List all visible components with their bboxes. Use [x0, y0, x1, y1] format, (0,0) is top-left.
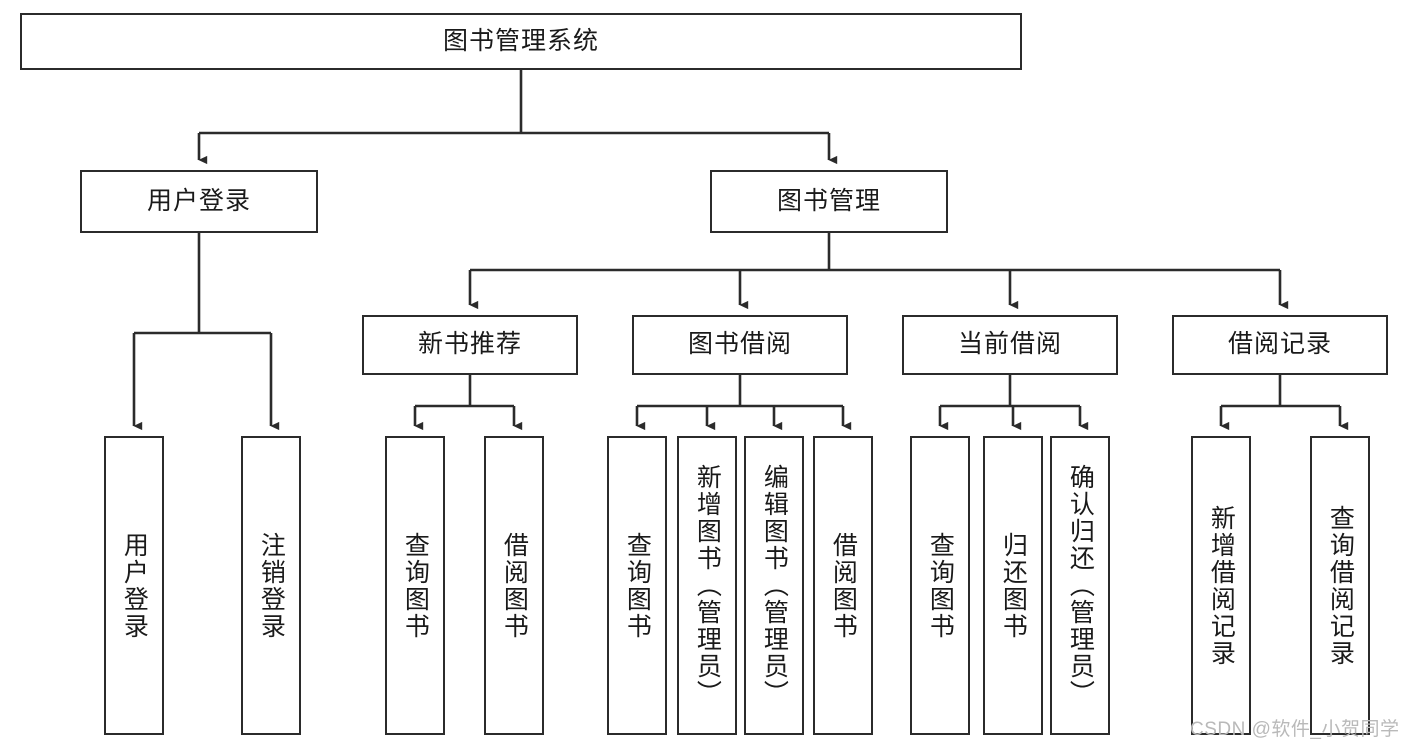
node-leaf-borrow-borrow-book[interactable]: 借阅图书	[813, 436, 873, 735]
node-borrow-record[interactable]: 借阅记录	[1172, 315, 1388, 375]
node-label: 查询借阅记录	[1326, 504, 1355, 667]
node-leaf-rec-borrow-book[interactable]: 借阅图书	[484, 436, 544, 735]
csdn-watermark: CSDN @软件_小贺同学	[1190, 719, 1400, 740]
node-label: 图书管理	[776, 186, 881, 215]
node-label: 查询图书	[623, 531, 652, 640]
node-leaf-user-logout[interactable]: 注销登录	[241, 436, 301, 735]
node-user-login[interactable]: 用户登录	[80, 170, 318, 233]
node-book-manage[interactable]: 图书管理	[710, 170, 948, 233]
node-root[interactable]: 图书管理系统	[20, 13, 1022, 70]
node-label: 用户登录	[120, 531, 149, 640]
node-leaf-current-confirm-return[interactable]: 确认归还（管理员）	[1050, 436, 1110, 735]
node-current-borrow[interactable]: 当前借阅	[902, 315, 1118, 375]
node-label: 注销登录	[257, 531, 286, 640]
node-leaf-user-login[interactable]: 用户登录	[104, 436, 164, 735]
node-label: 查询图书	[401, 531, 430, 640]
node-label: 借阅记录	[1227, 330, 1332, 359]
node-label: 编辑图书（管理员）	[760, 464, 789, 707]
node-leaf-borrow-edit-book[interactable]: 编辑图书（管理员）	[744, 436, 804, 735]
node-new-book-rec[interactable]: 新书推荐	[362, 315, 578, 375]
node-label: 新增图书（管理员）	[693, 464, 722, 707]
node-label: 借阅图书	[829, 531, 858, 640]
node-leaf-borrow-add-book[interactable]: 新增图书（管理员）	[677, 436, 737, 735]
node-label: 新书推荐	[417, 330, 522, 359]
node-label: 用户登录	[146, 186, 251, 215]
node-leaf-rec-query-book[interactable]: 查询图书	[385, 436, 445, 735]
node-label: 查询图书	[926, 531, 955, 640]
node-label: 新增借阅记录	[1207, 504, 1236, 667]
node-leaf-current-return-book[interactable]: 归还图书	[983, 436, 1043, 735]
node-label: 归还图书	[999, 531, 1028, 640]
node-label: 图书借阅	[687, 330, 792, 359]
node-leaf-record-query[interactable]: 查询借阅记录	[1310, 436, 1370, 735]
node-label: 当前借阅	[957, 330, 1062, 359]
node-book-borrow[interactable]: 图书借阅	[632, 315, 848, 375]
node-leaf-current-query-book[interactable]: 查询图书	[910, 436, 970, 735]
node-label: 借阅图书	[500, 531, 529, 640]
node-label: 确认归还（管理员）	[1066, 464, 1095, 707]
node-label: 图书管理系统	[442, 26, 599, 55]
node-leaf-borrow-query-book[interactable]: 查询图书	[607, 436, 667, 735]
node-leaf-record-add[interactable]: 新增借阅记录	[1191, 436, 1251, 735]
